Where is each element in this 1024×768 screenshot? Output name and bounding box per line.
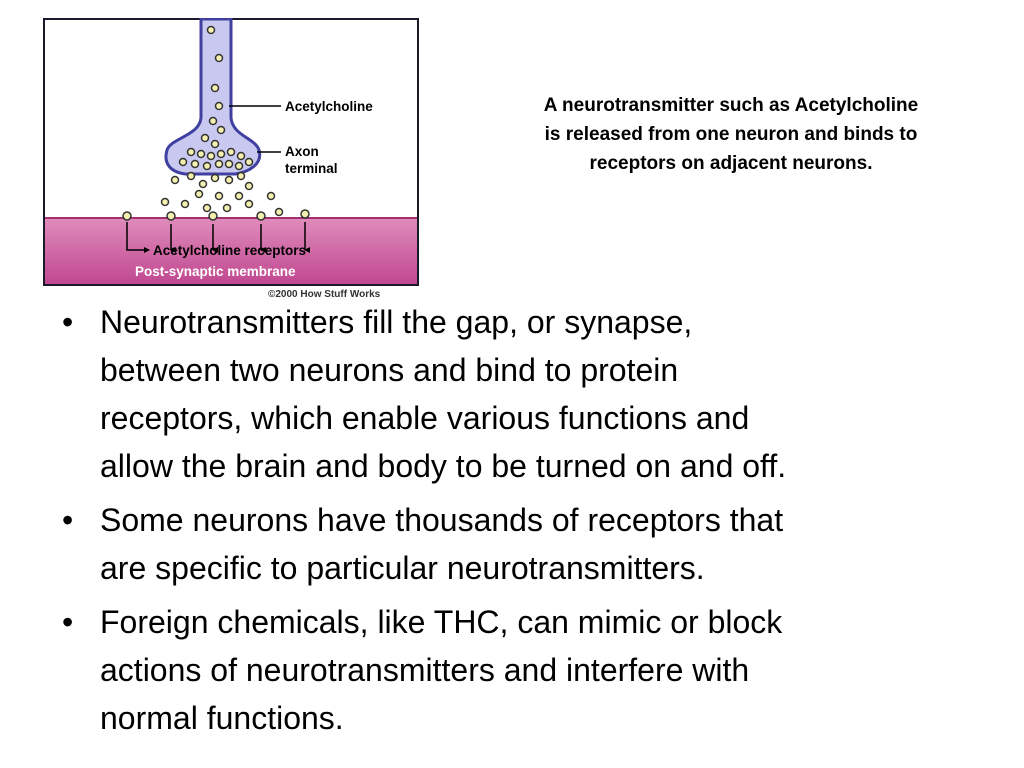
membrane-label: Post-synaptic membrane [135, 264, 296, 279]
post-synaptic-membrane [45, 218, 417, 284]
axon-terminal-shape [164, 18, 262, 176]
bullet-line: receptors, which enable various function… [100, 400, 750, 436]
bullet-line: Neurotransmitters fill the gap, or synap… [100, 304, 693, 340]
copyright-credit: ©2000 How Stuff Works [268, 289, 381, 300]
bullet-item: • Some neurons have thousands of recepto… [58, 496, 998, 592]
acetylcholine-label: Acetylcholine [285, 99, 373, 114]
bullet-line: normal functions. [100, 700, 344, 736]
synapse-diagram: Acetylcholine Axon terminal Acetylcholin… [43, 18, 419, 286]
receptor-pointers [126, 222, 310, 253]
bullet-marker: • [62, 304, 74, 340]
synapse-illustration: Acetylcholine Axon terminal Acetylcholin… [43, 18, 419, 286]
vesicles-in-axon [178, 25, 254, 171]
caption-line: A neurotransmitter such as Acetylcholine [543, 95, 919, 116]
bullet-line: are specific to particular neurotransmit… [100, 550, 705, 586]
bullet-item: • Foreign chemicals, like THC, can mimic… [58, 598, 998, 742]
bullet-line: between two neurons and bind to protein [100, 352, 679, 388]
diagram-caption: A neurotransmitter such as Acetylcholine… [462, 91, 1000, 178]
acetylcholine-receptors [122, 209, 310, 221]
bullet-list: • Neurotransmitters fill the gap, or syn… [58, 298, 998, 748]
released-acetylcholine [160, 171, 284, 217]
axon-terminal-label-line1: Axon [285, 144, 319, 159]
bullet-marker: • [62, 502, 74, 538]
receptors-label: Acetylcholine receptors [153, 243, 306, 258]
label-leaders [229, 105, 281, 153]
bullet-line: allow the brain and body to be turned on… [100, 448, 787, 484]
caption-line: receptors on adjacent neurons. [589, 153, 873, 174]
axon-terminal-label-line2: terminal [285, 161, 338, 176]
bullet-marker: • [62, 604, 74, 640]
bullet-line: Some neurons have thousands of receptors… [100, 502, 784, 538]
bullet-line: actions of neurotransmitters and interfe… [100, 652, 750, 688]
bullet-item: • Neurotransmitters fill the gap, or syn… [58, 298, 998, 490]
bullet-line: Foreign chemicals, like THC, can mimic o… [100, 604, 783, 640]
caption-line: is released from one neuron and binds to [544, 124, 918, 145]
